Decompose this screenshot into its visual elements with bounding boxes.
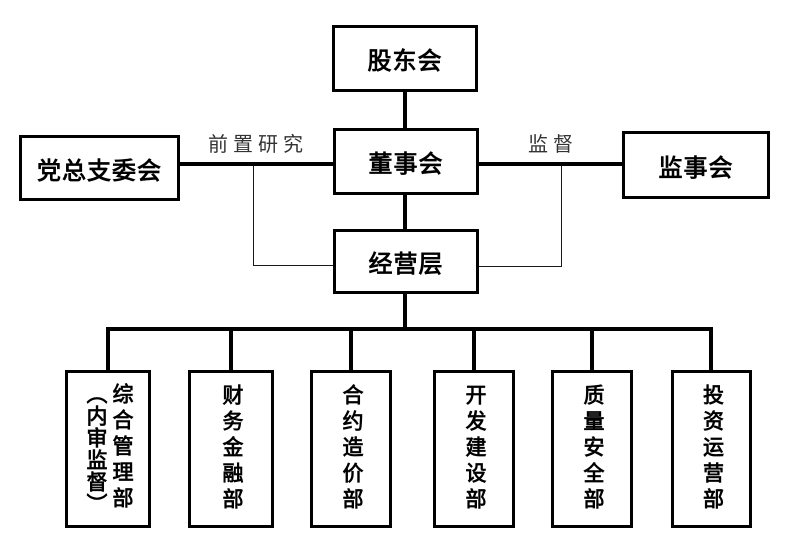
connector-bus (106, 327, 713, 331)
node-board-label: 董事会 (368, 151, 444, 178)
node-dept-quality-safety: 质量安全部 (551, 370, 633, 528)
node-dept-finance: 财务金融部 (188, 370, 274, 528)
node-dept-contract-cost: 合约造价部 (310, 370, 392, 528)
connector-shareholders-board (403, 92, 407, 130)
node-dept-general-management: 综合管理部 （内审监督） (65, 370, 151, 528)
dept-sublabel: （内审监督） (84, 383, 107, 515)
connector-management-bus (403, 294, 407, 329)
dept-label: 综合管理部 (110, 383, 133, 513)
connector-party-board (178, 162, 334, 166)
connector-party-management-horizontal (253, 265, 333, 266)
connector-supervisory-management-vertical (561, 166, 562, 267)
edge-label-supervision: 监督 (528, 134, 578, 156)
dept-label: 财务金融部 (220, 384, 243, 514)
edge-label-pre-research: 前置研究 (208, 134, 308, 156)
connector-drop-dept-6 (709, 327, 713, 372)
node-board-of-directors: 董事会 (333, 128, 479, 195)
connector-drop-dept-3 (349, 327, 353, 372)
dept-label: 合约造价部 (340, 384, 363, 514)
connector-drop-dept-1 (106, 327, 110, 372)
connector-drop-dept-2 (229, 327, 233, 372)
connector-party-management-vertical (253, 166, 254, 266)
node-shareholders-meeting: 股东会 (332, 25, 478, 92)
node-management-label: 经营层 (368, 251, 444, 278)
node-dept-investment-operations: 投资运营部 (671, 370, 752, 528)
node-party-committee: 党总支委会 (19, 135, 180, 201)
node-shareholders-label: 股东会 (367, 48, 443, 75)
node-dept-development-construction: 开发建设部 (433, 370, 515, 528)
connector-board-management (403, 193, 407, 231)
node-supervisory-board: 监事会 (622, 131, 770, 199)
connector-drop-dept-5 (590, 327, 594, 372)
dept-label: 开发建设部 (463, 384, 486, 514)
dept-label: 投资运营部 (700, 384, 724, 514)
connector-board-supervisory (477, 162, 624, 166)
node-supervisory-board-label: 监事会 (658, 154, 734, 182)
connector-drop-dept-4 (472, 327, 476, 372)
node-party-committee-label: 党总支委会 (37, 157, 162, 185)
node-management-layer: 经营层 (333, 229, 479, 294)
connector-supervisory-management-horizontal (478, 266, 562, 267)
dept-label: 质量安全部 (581, 384, 604, 514)
